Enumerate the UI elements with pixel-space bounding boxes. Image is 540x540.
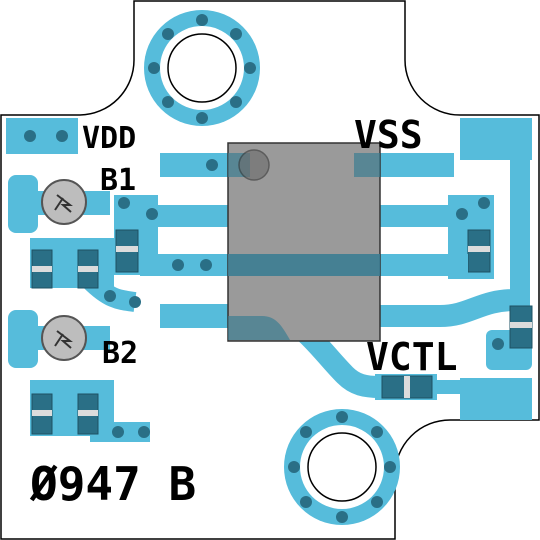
label-vss: VSS (354, 113, 423, 157)
smd-component (77, 393, 99, 435)
b2-pad (8, 310, 38, 368)
via (146, 208, 158, 220)
smd-component (31, 249, 53, 289)
trace-pin3 (140, 254, 230, 276)
vctl-pad (460, 378, 532, 420)
via (104, 290, 116, 302)
via (456, 208, 468, 220)
trace-pin2 (140, 205, 230, 227)
trace-pin5 (378, 289, 516, 327)
pin1-marker (238, 149, 270, 181)
label-b1: B1 (100, 163, 136, 198)
mounting-hole-bottom (284, 409, 400, 525)
smd-component (77, 249, 99, 289)
label-vdd: VDD (82, 121, 136, 156)
trace-pin7 (378, 205, 468, 227)
via (138, 426, 150, 438)
trace-pin6 (378, 254, 468, 276)
label-b2: B2 (102, 336, 138, 371)
smd-component (381, 375, 433, 399)
potentiometer-b1 (41, 179, 87, 225)
via (172, 259, 184, 271)
smd-component (467, 229, 491, 273)
potentiometer-b2 (41, 315, 87, 361)
via (118, 197, 130, 209)
via (492, 338, 504, 350)
smd-component (31, 393, 53, 435)
b1-pad (8, 175, 38, 233)
via (200, 259, 212, 271)
via (112, 426, 124, 438)
vss-rail (510, 150, 530, 320)
trace-pin1 (160, 153, 230, 177)
mounting-hole-top (144, 10, 260, 126)
via (129, 296, 141, 308)
via (478, 197, 490, 209)
label-vctl: VCTL (366, 335, 458, 379)
part-number: Ø947 B (29, 457, 196, 511)
vctl-link (434, 380, 464, 394)
smd-component (115, 229, 139, 273)
smd-component (509, 305, 533, 349)
trace-pin4 (160, 304, 230, 328)
via (206, 159, 218, 171)
vdd-pad (6, 118, 78, 154)
